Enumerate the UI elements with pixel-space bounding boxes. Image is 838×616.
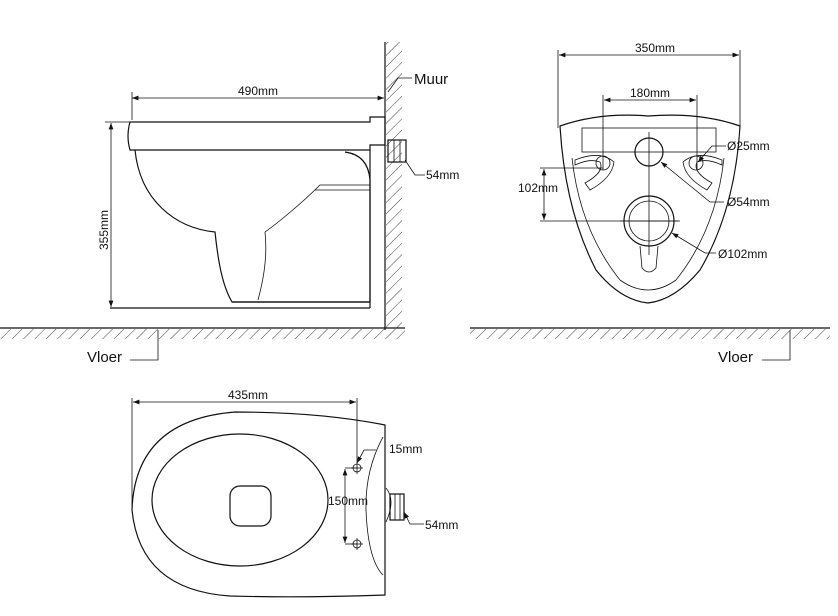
rear-inlet-label: Ø54mm bbox=[727, 195, 770, 209]
floor-leader bbox=[762, 330, 791, 361]
top-outlet-label: 54mm bbox=[425, 518, 458, 532]
floor-leader bbox=[130, 330, 159, 361]
right-bolt-slot bbox=[682, 155, 723, 191]
side-height-label: 355mm bbox=[97, 210, 111, 250]
toilet-rear-inner bbox=[571, 157, 725, 291]
side-view: 490mm 355mm Muur 54mm Vloer bbox=[0, 42, 459, 366]
top-length-label: 435mm bbox=[228, 388, 268, 402]
bolt-hole-leader bbox=[697, 145, 726, 163]
top-edge-offset-label: 15mm bbox=[389, 442, 422, 456]
rear-width-label: 350mm bbox=[635, 41, 675, 55]
rear-outlet-label: Ø102mm bbox=[718, 247, 767, 261]
wall-leader bbox=[387, 77, 412, 93]
rear-edge-curve bbox=[365, 436, 384, 576]
edge-offset-leader bbox=[356, 449, 376, 464]
outlet-hub bbox=[385, 487, 392, 523]
drain-opening bbox=[229, 485, 272, 527]
bowl-rim bbox=[151, 433, 329, 567]
floor-hatch bbox=[0, 329, 405, 339]
outlet-pipe bbox=[389, 493, 405, 521]
outlet-leader bbox=[403, 511, 424, 525]
rear-floor-label: Vloer bbox=[718, 349, 753, 366]
side-outlet-label: 54mm bbox=[426, 168, 459, 182]
wall-hatch bbox=[386, 42, 402, 328]
toilet-bowl bbox=[134, 149, 371, 303]
left-bolt-slot bbox=[574, 155, 615, 191]
side-floor-label: Vloer bbox=[87, 349, 122, 366]
top-view: 435mm 15mm 150mm 54mm bbox=[131, 388, 458, 598]
floor-hatch bbox=[470, 329, 830, 339]
trap-slot bbox=[639, 245, 659, 273]
toilet-lid bbox=[127, 116, 386, 151]
side-width-label: 490mm bbox=[238, 84, 278, 98]
outlet-pipe bbox=[387, 139, 407, 163]
toilet-trap bbox=[257, 184, 370, 301]
wall-label: Muur bbox=[414, 71, 448, 88]
rear-bolt-hole-label: Ø25mm bbox=[727, 139, 770, 153]
inlet-leader bbox=[660, 161, 724, 203]
rear-view: 350mm 180mm 102mm Ø25mm Ø54mm Ø102mm Vlo… bbox=[470, 41, 830, 366]
right-bolt-hole bbox=[688, 155, 704, 171]
top-bolt-spacing-label: 150mm bbox=[328, 494, 368, 508]
rear-offset-label: 102mm bbox=[518, 181, 558, 195]
toilet-rear-outline bbox=[559, 114, 741, 304]
rear-bolt-spacing-label: 180mm bbox=[630, 86, 670, 100]
outlet-leader bbox=[671, 232, 716, 254]
outlet-leader bbox=[404, 159, 425, 176]
